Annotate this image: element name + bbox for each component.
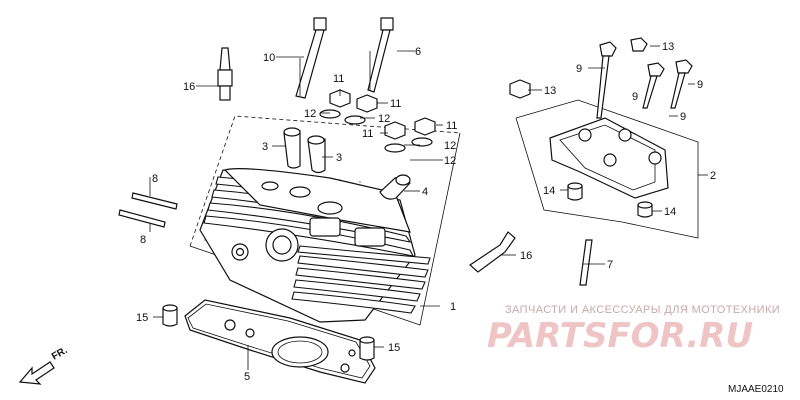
callout-8-a: 8 <box>152 173 158 185</box>
watermark: ЗАПЧАСТИ И АКСЕССУАРЫ ДЛЯ МОТОТЕХНИКИ PA… <box>487 304 780 356</box>
callout-9-b: 9 <box>632 91 638 103</box>
callout-12-a: 12 <box>304 108 316 120</box>
long-bolts <box>295 17 394 99</box>
callout-14-a: 14 <box>543 185 555 197</box>
callout-11-a: 11 <box>333 73 344 85</box>
callout-9-c: 9 <box>697 79 703 91</box>
callout-3-a: 3 <box>262 141 268 153</box>
cylinder-head <box>189 115 461 326</box>
callout-8-b: 8 <box>140 234 146 246</box>
callout-9-a: 9 <box>576 63 582 75</box>
rocker-holder <box>515 99 699 239</box>
callout-6: 6 <box>415 46 421 58</box>
callout-15-b: 15 <box>388 342 400 354</box>
front-arrow-label: FR. <box>50 345 70 363</box>
callout-11-c: 11 <box>362 128 373 140</box>
callout-10: 10 <box>263 52 275 64</box>
callout-16-top: 16 <box>183 81 195 93</box>
valve-guides <box>283 127 411 200</box>
callout-7: 7 <box>607 259 613 271</box>
callout-1: 1 <box>450 301 456 313</box>
front-arrow: FR. <box>18 345 70 385</box>
callout-16-bottom: 16 <box>520 250 532 262</box>
watermark-brand: PARTSFOR.RU <box>487 316 753 356</box>
callout-11-b: 11 <box>390 98 401 110</box>
callout-4: 4 <box>422 186 428 198</box>
callout-11-d: 11 <box>446 120 457 132</box>
callout-13-b: 13 <box>662 41 674 53</box>
head-gasket <box>184 299 376 384</box>
callout-14-b: 14 <box>664 206 676 218</box>
callout-12-b: 12 <box>378 113 390 125</box>
stud-bolts <box>118 192 178 228</box>
diagram-code: MJAAE0210 <box>728 384 784 395</box>
callout-12-d: 12 <box>444 155 456 167</box>
holder-bolts <box>509 37 693 119</box>
dowel-pins <box>162 304 375 361</box>
holder-dowels <box>567 182 653 218</box>
long-stud <box>579 239 593 286</box>
callout-12-c: 12 <box>444 140 456 152</box>
callout-13-a: 13 <box>544 85 556 97</box>
callout-labels: 10 6 16 11 12 11 12 11 11 12 12 3 3 4 8 … <box>136 41 716 383</box>
callout-9-d: 9 <box>680 111 686 123</box>
leader-lines <box>149 45 708 370</box>
front-arrow-icon <box>18 361 55 385</box>
watermark-caption: ЗАПЧАСТИ И АКСЕССУАРЫ ДЛЯ МОТОТЕХНИКИ <box>505 304 780 316</box>
callout-2: 2 <box>710 170 716 182</box>
callout-15-a: 15 <box>136 312 148 324</box>
spark-plugs <box>217 47 516 273</box>
callout-5: 5 <box>244 371 250 383</box>
nuts-washers <box>319 89 436 153</box>
callout-3-b: 3 <box>336 152 342 164</box>
